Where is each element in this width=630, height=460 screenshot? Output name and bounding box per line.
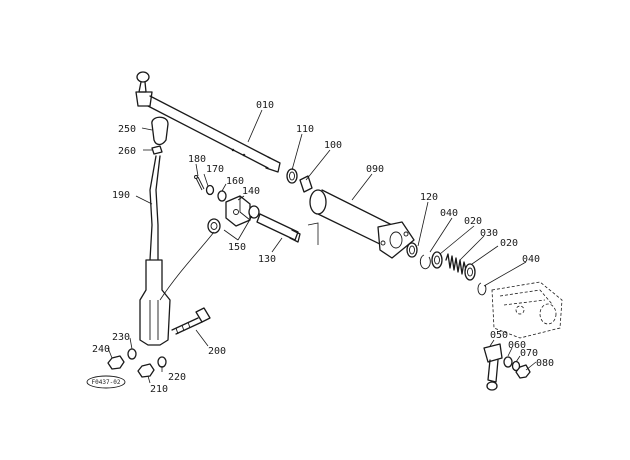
part-100-bushing [299, 175, 313, 193]
callout-150: 150 [228, 242, 246, 253]
callout-labels: 010 110 100 090 120 040 020 030 020 040 … [92, 100, 554, 395]
callout-220: 220 [168, 372, 186, 383]
callout-240: 240 [92, 344, 110, 355]
part-260-nut [151, 145, 163, 155]
part-030-spring [445, 253, 467, 275]
callout-160: 160 [226, 176, 244, 187]
leader-lines [107, 109, 537, 384]
part-170-washer [205, 184, 215, 196]
callout-030: 030 [480, 228, 498, 239]
callout-190: 190 [112, 190, 130, 201]
part-020-washer [431, 251, 443, 269]
callout-170: 170 [206, 164, 224, 175]
part-190-shift-lever [139, 155, 215, 346]
callout-120: 120 [420, 192, 438, 203]
part-230-washer [127, 348, 137, 360]
reference-code-badge: F0437-02 [86, 375, 126, 389]
callout-060: 060 [508, 340, 526, 351]
callout-020b: 020 [500, 238, 518, 249]
callout-250: 250 [118, 124, 136, 135]
part-110-collar [286, 168, 298, 184]
part-130-pivot-pin [256, 213, 301, 243]
callout-110: 110 [296, 124, 314, 135]
callout-210: 210 [150, 384, 168, 395]
part-150-bushing [207, 205, 260, 234]
callout-200: 200 [208, 346, 226, 357]
part-200-bolt [171, 307, 211, 335]
part-220-washer [157, 356, 167, 368]
part-080-nut [515, 364, 531, 379]
part-250-knob [151, 116, 169, 146]
part-240-nut [107, 355, 125, 370]
callout-180: 180 [188, 154, 206, 165]
callout-140: 140 [242, 186, 260, 197]
part-040-snap-ring-2 [477, 282, 487, 296]
part-120-ring [406, 242, 418, 258]
callout-040a: 040 [440, 208, 458, 219]
callout-230: 230 [112, 332, 130, 343]
callout-070: 070 [520, 348, 538, 359]
part-010-shift-rod [135, 71, 281, 173]
part-090-tube-housing [307, 189, 415, 259]
callout-020a: 020 [464, 216, 482, 227]
callout-050: 050 [490, 330, 508, 341]
gear-case-housing [491, 281, 563, 339]
callout-100: 100 [324, 140, 342, 151]
callout-080: 080 [536, 358, 554, 369]
callout-040b: 040 [522, 254, 540, 265]
part-160-washer [217, 190, 227, 202]
part-020-washer-2 [464, 263, 476, 281]
part-140-block [225, 195, 251, 227]
callout-130: 130 [258, 254, 276, 265]
callout-010: 010 [256, 100, 274, 111]
part-040-snap-ring [419, 254, 431, 270]
reference-code: F0437-02 [92, 379, 121, 386]
callout-090: 090 [366, 164, 384, 175]
part-210-nut [137, 363, 155, 378]
part-050-shift-fork [483, 343, 503, 391]
part-060-washer [503, 356, 513, 368]
callout-260: 260 [118, 146, 136, 157]
part-180-cotter-pin [194, 175, 205, 191]
